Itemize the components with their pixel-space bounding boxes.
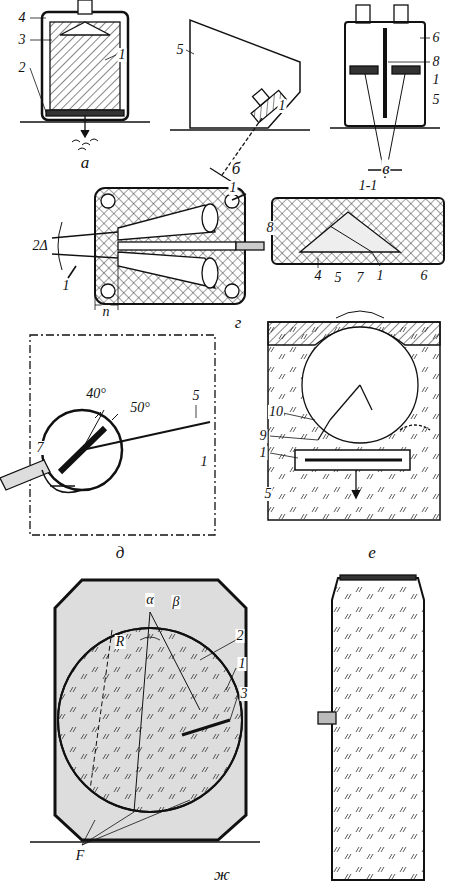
callout-number: 1 — [238, 657, 247, 671]
callout-number: 4 — [18, 11, 27, 25]
callout-number: 1 — [259, 446, 268, 460]
callout-number: 50° — [129, 401, 151, 415]
callout-number: 6 — [432, 31, 441, 45]
callout-number: 1 — [376, 269, 385, 283]
callout-number: F — [75, 849, 86, 863]
figure-e — [268, 311, 440, 520]
callout-number: 1-1 — [358, 179, 379, 193]
figure-zh — [30, 575, 424, 880]
figure-letter: в — [381, 160, 390, 177]
figure-letter: е — [367, 544, 377, 561]
callout-number: 3 — [240, 687, 249, 701]
callout-number: 4 — [314, 269, 323, 283]
figure-b — [170, 20, 310, 182]
callout-number: 7 — [356, 271, 365, 285]
callout-number: 5 — [264, 487, 273, 501]
figure-d — [0, 335, 215, 535]
callout-number: 8 — [266, 221, 275, 235]
figure-letter: ж — [213, 866, 231, 883]
figure-letter: г — [234, 314, 243, 331]
callout-number: 9 — [259, 429, 268, 443]
callout-number: n — [102, 305, 111, 319]
callout-number: 6 — [420, 269, 429, 283]
callout-number: 1 — [118, 48, 127, 62]
callout-number: 2 — [18, 61, 27, 75]
figure-a — [20, 0, 150, 150]
callout-number: 10 — [268, 405, 284, 419]
callout-number: 1 — [229, 181, 238, 195]
callout-number: 1 — [62, 279, 71, 293]
callout-number: 5 — [176, 43, 185, 57]
callout-number: 5 — [334, 271, 343, 285]
callout-number: 5 — [432, 93, 441, 107]
figure-letter: а — [80, 154, 91, 171]
callout-number: 1 — [200, 455, 209, 469]
callout-number: 5 — [192, 389, 201, 403]
callout-number: β — [172, 595, 181, 609]
callout-number: 2 — [236, 629, 245, 643]
callout-number: α — [145, 593, 154, 607]
callout-number: 7 — [36, 441, 45, 455]
callout-number: 1 — [278, 99, 287, 113]
figure-v — [330, 5, 440, 178]
figure-letter: д — [115, 544, 126, 561]
figure-letter: б — [231, 160, 242, 177]
callout-number: 2Δ — [31, 239, 48, 253]
callout-number: R — [115, 635, 126, 649]
callout-number: 8 — [432, 55, 441, 69]
callout-number: 3 — [18, 33, 27, 47]
callout-number: 1 — [432, 73, 441, 87]
figure-g — [52, 188, 444, 310]
callout-number: 40° — [85, 387, 107, 401]
